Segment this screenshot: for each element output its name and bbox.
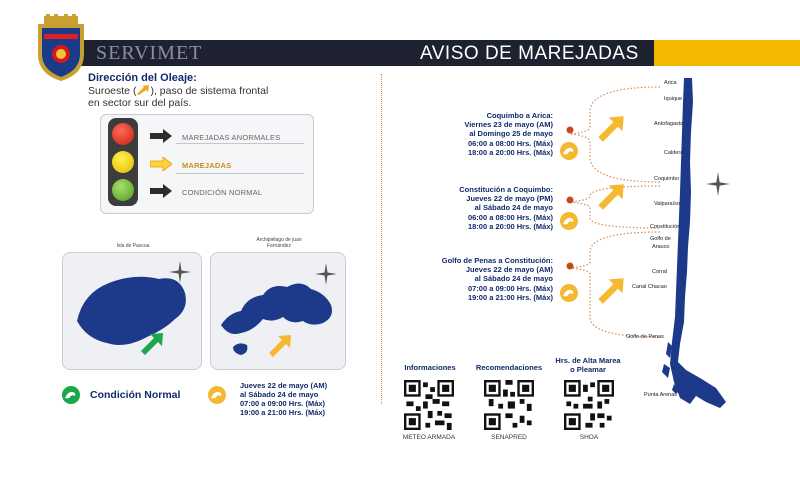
qr-title-mareas-2: o Pleamar	[570, 365, 606, 374]
qr-title-mareas: Hrs. de Alta Marea o Pleamar	[548, 356, 628, 374]
zone-markers	[566, 126, 574, 270]
zone-coquimbo-arica: Coquimbo a Arica: Viernes 23 de mayo (AM…	[398, 111, 553, 157]
island-schedule-line: 07:00 a 09:00 Hrs. (Máx)	[240, 399, 326, 408]
wave-direction-text-a: Suroeste (	[88, 85, 137, 97]
navy-shield-logo-icon	[38, 14, 84, 81]
normal-condition-wave-icon	[62, 386, 80, 404]
legend-label-abnormal: MAREJADAS ANORMALES	[182, 133, 281, 142]
qr-title-mareas-1: Hrs. de Alta Marea	[555, 356, 621, 365]
zone-line: 06:00 a 08:00 Hrs. (Máx)	[467, 138, 553, 148]
qr-code-shoa[interactable]	[564, 380, 614, 430]
island-title-juan-2: Fernández	[267, 243, 291, 249]
zone-golfo-constitucion: Golfo de Penas a Constitución: Jueves 22…	[398, 256, 553, 302]
green-lamp-icon	[112, 179, 134, 201]
zone-line: Jueves 22 de mayo (AM)	[465, 265, 553, 275]
qr-code-senapred[interactable]	[484, 380, 534, 430]
zone-line: 07:00 a 09:00 Hrs. (Máx)	[467, 283, 553, 293]
wave-direction-heading: Dirección del Oleaje:	[88, 72, 197, 84]
arrow-right-highlight-icon	[150, 157, 172, 171]
chile-map	[662, 78, 726, 408]
map-label-golfo-arauco-1: Golfo de	[650, 236, 671, 242]
marejadas-wave-icon	[560, 212, 578, 230]
qr-caption-shoa: SHOA	[579, 434, 599, 441]
map-label-antofagasta: Antofagasta	[654, 121, 684, 127]
arrow-northeast-icon	[137, 85, 150, 95]
zone-line: al Domingo 25 de mayo	[469, 129, 553, 139]
arrow-northeast-yellow-icon	[598, 116, 624, 142]
section-divider	[381, 74, 382, 404]
wave-direction-text: Suroeste ( ), paso de sistema frontal	[88, 85, 268, 97]
legend-label-normal: CONDICIÓN NORMAL	[182, 188, 263, 197]
island-schedule-line: 19:00 a 21:00 Hrs. (Máx)	[240, 408, 326, 417]
zone-constitucion-coquimbo: Constitución a Coquimbo: Jueves 22 de ma…	[398, 185, 553, 231]
legend-divider	[176, 173, 304, 174]
map-label-golfo-penas: Golfo de Penas	[626, 334, 664, 340]
map-label-caldera: Caldera	[664, 150, 684, 156]
arrow-northeast-yellow-icon	[269, 335, 291, 357]
map-label-punta-arenas: Punta Arenas	[644, 392, 678, 398]
map-label-corral: Corral	[652, 269, 667, 275]
arrow-northeast-green-icon	[141, 333, 163, 355]
juan-fernandez-map	[221, 283, 332, 355]
map-label-coquimbo: Coquimbo	[654, 176, 680, 182]
isla-de-pascua-panel: Isla de Pascua	[62, 243, 202, 370]
zone-name: Constitución a Coquimbo:	[459, 185, 553, 194]
zone-name: Coquimbo a Arica:	[486, 111, 553, 120]
isla-de-pascua-map	[77, 276, 186, 345]
arrow-right-icon	[150, 184, 172, 198]
qr-caption-meteo-armada: METEO ARMADA	[402, 434, 456, 441]
zone-line: 18:00 a 20:00 Hrs. (Máx)	[467, 221, 553, 231]
island-title-juan: Archipiélago de juan Fernández	[211, 237, 347, 249]
traffic-light	[108, 118, 138, 206]
island-title-pascua: Isla de Pascua	[116, 243, 150, 249]
zone-line: al Sábado 24 de mayo	[474, 203, 553, 213]
island-schedule-line: Jueves 22 de mayo (AM)	[240, 381, 328, 390]
zone-line: Jueves 22 de mayo (PM)	[466, 194, 553, 204]
juan-fernandez-panel: Archipiélago de juan Fernández	[210, 237, 346, 370]
zone-line: 19:00 a 21:00 Hrs. (Máx)	[467, 292, 553, 302]
zone-line: 06:00 a 08:00 Hrs. (Máx)	[467, 212, 553, 222]
arrow-right-icon	[150, 129, 172, 143]
zone-line: al Sábado 24 de mayo	[474, 274, 553, 284]
qr-caption-senapred: SENAPRED	[491, 434, 527, 441]
wave-direction-text-2: en sector sur del país.	[88, 97, 192, 109]
legend-divider	[176, 143, 304, 144]
marejadas-wave-icon	[208, 386, 226, 404]
island-title-juan-1: Archipiélago de juan	[256, 237, 302, 243]
island-schedule-line: al Sábado 24 de mayo	[240, 390, 319, 399]
compass-rose-icon	[169, 261, 191, 283]
compass-rose-icon	[315, 263, 337, 285]
zone-line: 18:00 a 20:00 Hrs. (Máx)	[467, 147, 553, 157]
header-accent	[654, 40, 800, 66]
zone-line: Viernes 23 de mayo (AM)	[464, 120, 553, 130]
arrow-northeast-yellow-icon	[598, 278, 624, 304]
qr-code-meteo-armada[interactable]	[404, 380, 454, 430]
legend-label-marejadas: MAREJADAS	[182, 161, 232, 170]
yellow-lamp-icon	[112, 151, 134, 173]
wave-direction-text-b: ), paso de sistema frontal	[150, 85, 269, 97]
normal-condition-label: Condición Normal	[90, 389, 181, 401]
page-title: AVISO DE MAREJADAS	[420, 43, 639, 64]
map-label-golfo-arauco-2: Arauco	[652, 244, 670, 250]
red-lamp-icon	[112, 123, 134, 145]
qr-title-recomendaciones: Recomendaciones	[475, 363, 543, 372]
map-label-iquique: Iquique	[664, 96, 683, 102]
qr-title-informaciones: Informaciones	[404, 363, 456, 372]
map-label-valparaiso: Valparaíso	[654, 201, 680, 207]
marejadas-wave-icon	[560, 284, 578, 302]
brand-title: SERVIMET	[96, 42, 203, 64]
compass-rose-icon	[706, 172, 730, 196]
marejadas-wave-icon	[560, 142, 578, 160]
map-label-canal-chacao: Canal Chacao	[632, 284, 667, 290]
map-label-arica: Arica	[664, 80, 677, 86]
arrow-northeast-yellow-icon	[598, 184, 624, 210]
map-label-constitucion: Constitución	[650, 224, 681, 230]
zone-name: Golfo de Penas a Constitución:	[441, 256, 553, 265]
